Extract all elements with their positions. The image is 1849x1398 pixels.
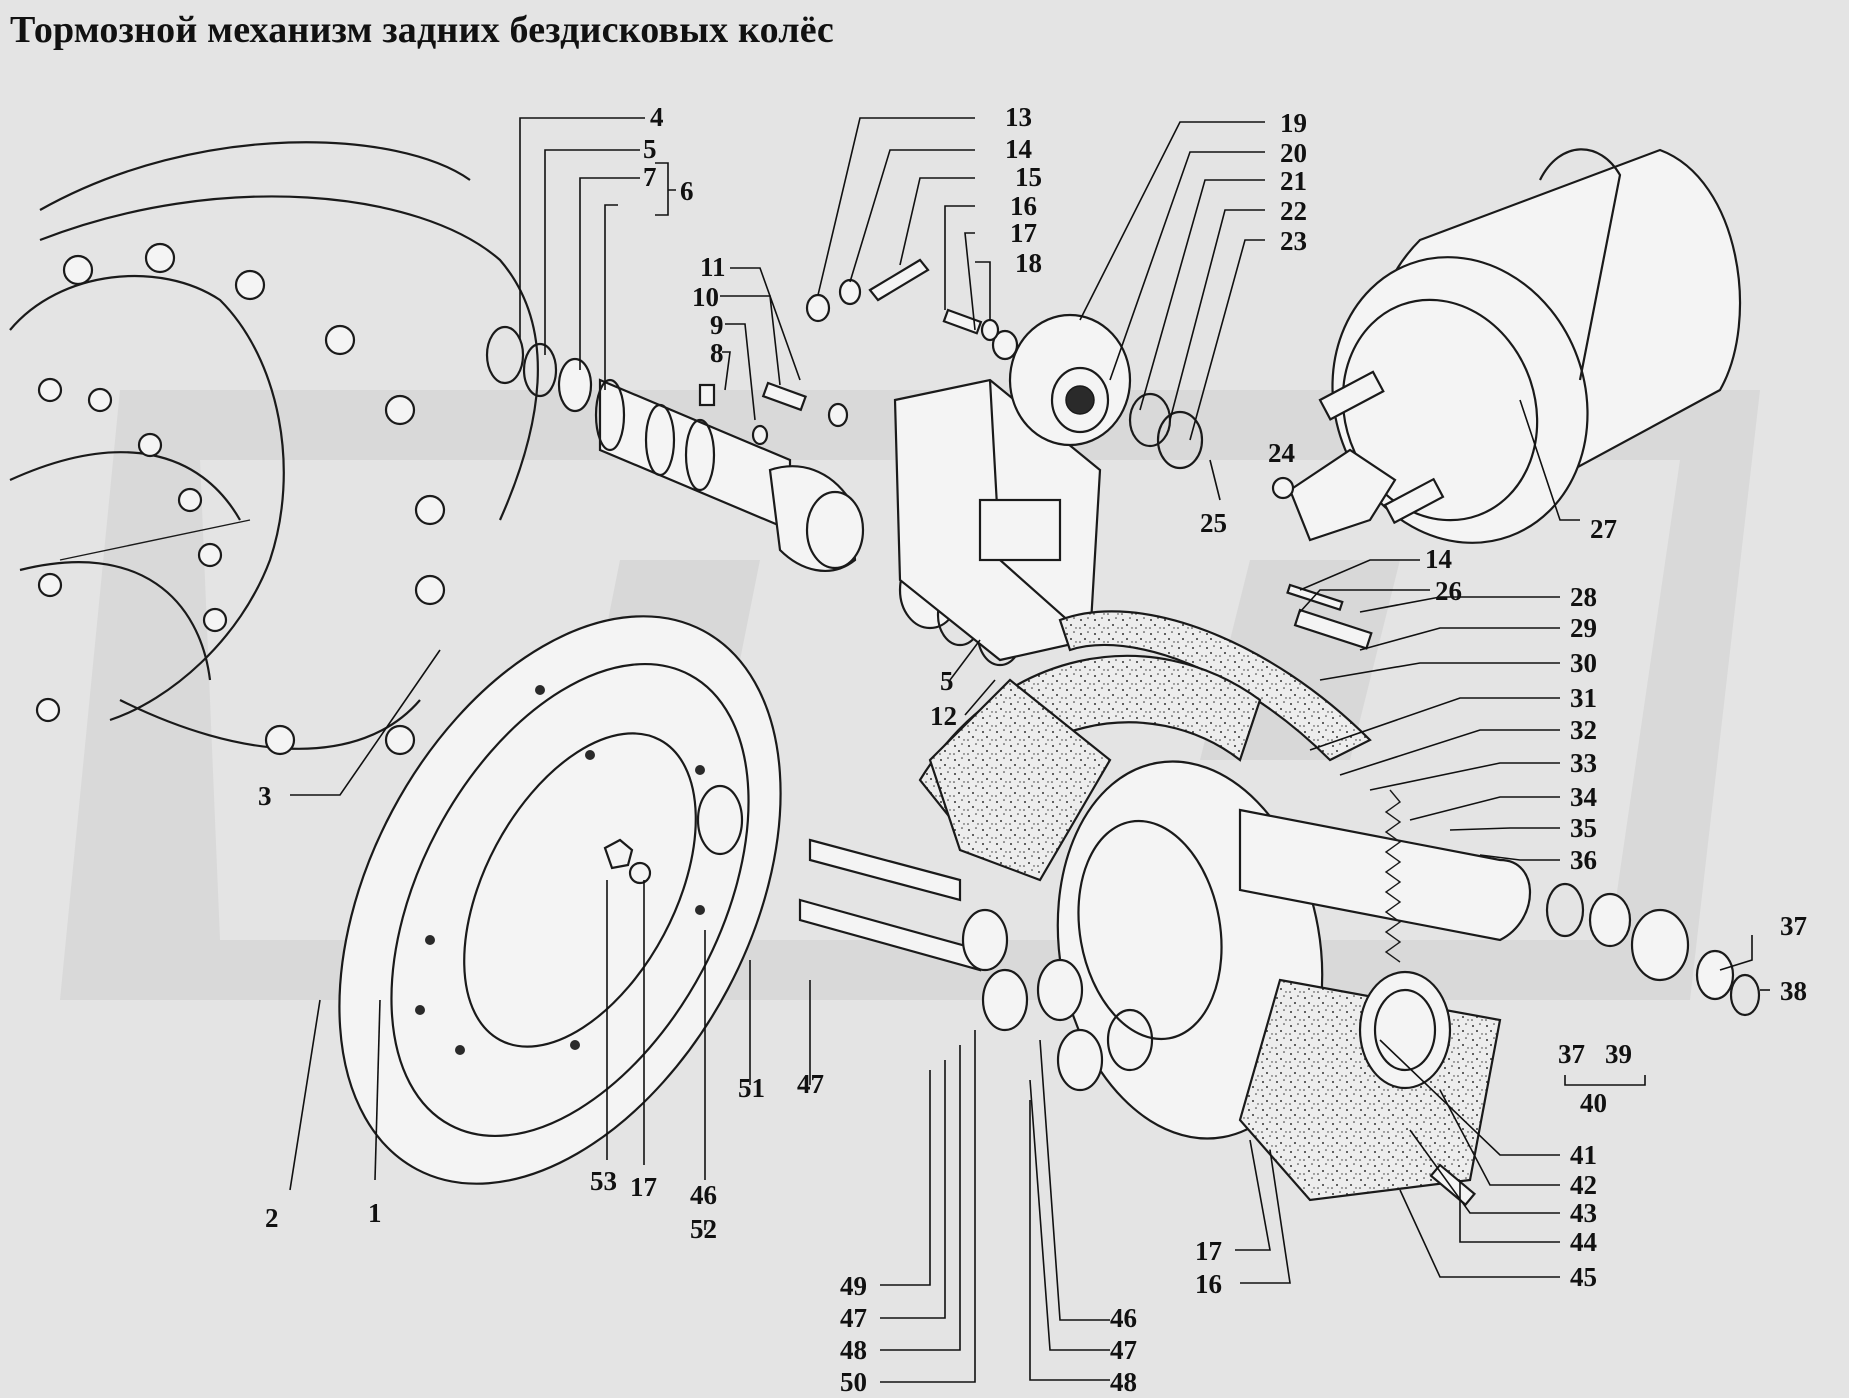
callout-30: 30 — [1570, 648, 1597, 678]
callout-4: 4 — [650, 102, 664, 132]
callout-32: 32 — [1570, 715, 1597, 745]
callout-49: 49 — [840, 1271, 867, 1301]
callout-1: 1 — [368, 1198, 382, 1228]
callout-39: 39 — [1605, 1039, 1632, 1069]
callout-51: 51 — [738, 1073, 765, 1103]
callout-labels: 4 5 7 6 13 14 15 16 17 18 11 10 9 8 19 2… — [258, 102, 1807, 1397]
callout-36: 36 — [1570, 845, 1597, 875]
camshaft-bracket — [893, 378, 1102, 662]
callout-16b: 16 — [1195, 1269, 1222, 1299]
callout-16: 16 — [1010, 191, 1037, 221]
callout-2: 2 — [265, 1203, 279, 1233]
callout-14b: 14 — [1425, 544, 1452, 574]
bushing-set — [1238, 808, 1761, 1017]
callout-17b: 17 — [630, 1172, 657, 1202]
callout-47: 47 — [797, 1069, 824, 1099]
callout-14: 14 — [1005, 134, 1032, 164]
callout-21: 21 — [1280, 166, 1307, 196]
small-fasteners — [698, 258, 1000, 446]
callout-23: 23 — [1280, 226, 1307, 256]
callout-9: 9 — [710, 310, 724, 340]
callout-53: 53 — [590, 1166, 617, 1196]
callout-48: 48 — [840, 1335, 867, 1365]
callout-22: 22 — [1280, 196, 1307, 226]
callout-45: 45 — [1570, 1262, 1597, 1292]
anchor-pins — [798, 838, 1154, 1092]
callout-17c: 17 — [1195, 1236, 1222, 1266]
callout-44: 44 — [1570, 1227, 1597, 1257]
callout-10: 10 — [692, 282, 719, 312]
callout-28: 28 — [1570, 582, 1597, 612]
callout-40: 40 — [1580, 1088, 1607, 1118]
callout-37: 37 — [1780, 911, 1807, 941]
callout-52: 52 — [690, 1214, 717, 1244]
callout-25: 25 — [1200, 508, 1227, 538]
callout-33: 33 — [1570, 748, 1597, 778]
callout-20: 20 — [1280, 138, 1307, 168]
callout-38: 38 — [1780, 976, 1807, 1006]
callout-46: 46 — [690, 1180, 717, 1210]
leader-lines — [289, 117, 1770, 1383]
wheel-hub — [9, 141, 539, 756]
callout-18: 18 — [1015, 248, 1042, 278]
brake-chamber — [1271, 148, 1742, 544]
callout-31: 31 — [1570, 683, 1597, 713]
slack-adjuster — [991, 313, 1204, 470]
callout-46b: 46 — [1110, 1303, 1137, 1333]
callout-47b: 47 — [840, 1303, 867, 1333]
callout-5: 5 — [643, 134, 657, 164]
callout-6: 6 — [680, 176, 694, 206]
callout-5b: 5 — [940, 666, 954, 696]
callout-35: 35 — [1570, 813, 1597, 843]
callout-47c: 47 — [1110, 1335, 1137, 1365]
callout-17: 17 — [1010, 218, 1037, 248]
diagram-title: Тормозной механизм задних бездисковых ко… — [10, 9, 834, 51]
callout-11: 11 — [700, 252, 726, 282]
return-spring — [1384, 789, 1402, 963]
camshaft-assembly — [485, 325, 1024, 667]
callout-34: 34 — [1570, 782, 1597, 812]
callout-24: 24 — [1268, 438, 1295, 468]
callout-27: 27 — [1590, 514, 1617, 544]
callout-8: 8 — [710, 338, 724, 368]
callout-15: 15 — [1015, 162, 1042, 192]
callout-29: 29 — [1570, 613, 1597, 643]
callout-42: 42 — [1570, 1170, 1597, 1200]
callout-19: 19 — [1280, 108, 1307, 138]
callout-41: 41 — [1570, 1140, 1597, 1170]
callout-48b: 48 — [1110, 1367, 1137, 1397]
callout-37b: 37 — [1558, 1039, 1585, 1069]
callout-43: 43 — [1570, 1198, 1597, 1228]
callout-3: 3 — [258, 781, 272, 811]
brake-shield-plate — [338, 615, 782, 1185]
callout-7: 7 — [643, 162, 657, 192]
callout-50: 50 — [840, 1367, 867, 1397]
callout-12: 12 — [930, 701, 957, 731]
callout-13: 13 — [1005, 102, 1032, 132]
callout-26: 26 — [1435, 576, 1462, 606]
